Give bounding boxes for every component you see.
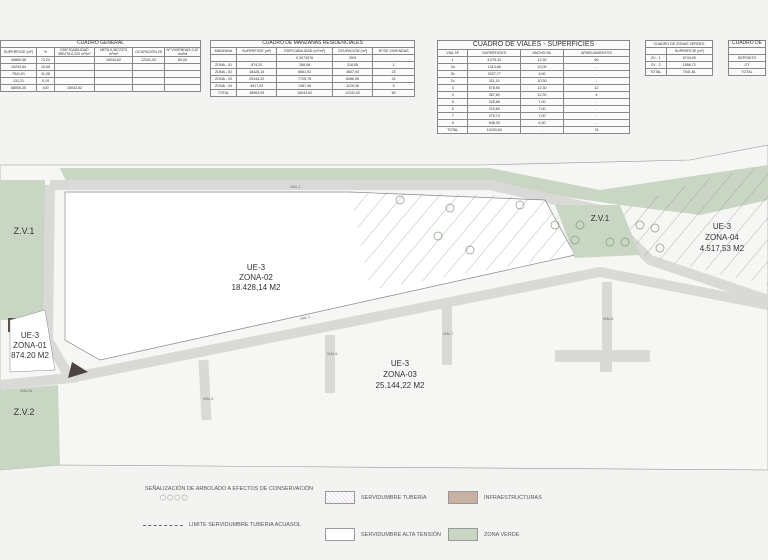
zona-verde-zv1-right xyxy=(555,205,640,258)
road-vial-8 xyxy=(602,282,612,352)
table-title: CUADRO DE VIALES - SUPERFICIES xyxy=(437,39,630,51)
tree-markers xyxy=(395,195,665,255)
label-zona04-ue: UE-3 xyxy=(713,222,732,231)
legend-alta-tension: SERVIDUMBRE ALTA TENSIÓN xyxy=(325,528,441,541)
road-label: VIAL 8 xyxy=(603,317,613,321)
label-zona04-area: 4.517,53 M2 xyxy=(700,244,745,253)
infraestructuras-swatch xyxy=(448,491,478,504)
label-zona03-name: ZONA-03 xyxy=(383,370,417,379)
cell: 12241,02 xyxy=(331,89,374,97)
label-zona02-ue: UE-3 xyxy=(247,263,266,272)
legend-tuberia: SERVIDUMBRE TUBERÍA xyxy=(325,491,427,504)
cell: 76 xyxy=(562,126,631,135)
green-zone-top xyxy=(60,165,768,215)
label-zona02-name: ZONA-02 xyxy=(239,273,273,282)
road-vial-2 xyxy=(0,184,79,390)
road-label: VIAL 1 xyxy=(290,185,300,189)
infraestructura-2 xyxy=(68,362,88,378)
cell: 60 xyxy=(372,89,415,97)
road-label: VIAL 2a xyxy=(20,389,32,393)
legend-label: INFRAESTRUCTURAS xyxy=(484,494,542,501)
road-label: VIAL 7 xyxy=(443,332,453,336)
legend-infraestructuras: INFRAESTRUCTURAS xyxy=(448,491,542,504)
cross-hatch-swatch xyxy=(325,491,355,504)
hatch-swatch xyxy=(325,528,355,541)
road-vial-7 xyxy=(442,305,452,365)
legend-label: SERVIDUMBRE TUBERÍA xyxy=(361,494,427,501)
road-vial-6 xyxy=(325,335,335,393)
label-zv1-right: Z.V.1 xyxy=(591,214,610,223)
label-zona03-area: 25.144,22 M2 xyxy=(376,381,425,390)
table-header: SUPERFICIE (m²) % EDIFICABILIDAD BRUTA 0… xyxy=(0,46,202,58)
road-vial-5 xyxy=(198,359,212,421)
label-zona04-name: ZONA-04 xyxy=(705,233,739,242)
label-zv1: Z.V.1 xyxy=(14,226,35,236)
plot-zona-01 xyxy=(9,309,56,373)
cell xyxy=(163,84,202,93)
road-cul-de-sac xyxy=(555,350,650,372)
dashed-line-icon xyxy=(143,524,183,526)
legend-zona-verde: ZONA VERDE xyxy=(448,528,519,541)
zona-verde-zv2 xyxy=(0,385,60,470)
cell: TOTAL xyxy=(210,89,237,97)
legend-arbolado: SEÑALIZACIÓN DE ARBOLADO A EFECTOS DE CO… xyxy=(145,486,313,501)
label-zona02-area: 18.428,14 M2 xyxy=(232,283,281,292)
label-zona03-ue: UE-3 xyxy=(391,359,410,368)
road-label: VIAL 5 xyxy=(203,397,213,401)
servidumbre-alta-tension-zona04 xyxy=(620,165,768,285)
legend-label: SERVIDUMBRE ALTA TENSIÓN xyxy=(361,531,441,538)
table-header: MANZANA SUPERFICIE (m²) EDIFICABILIDAD (… xyxy=(210,47,415,55)
header-cell: Nº VIVIENDAS 0,87 viv/ha xyxy=(163,46,202,58)
label-zona01-area: 874.20 M2 xyxy=(11,351,49,360)
legend-label: SEÑALIZACIÓN DE ARBOLADO A EFECTOS DE CO… xyxy=(145,486,314,492)
table-row: TOTAL xyxy=(728,68,766,76)
road-vial-3 xyxy=(69,266,768,383)
label-zona01-name: ZONA-01 xyxy=(13,341,47,350)
label-zv2: Z.V.2 xyxy=(14,407,35,417)
cuadro-zonas-verdes-table: CUADRO DE ZONAS VERDES SUPERFICIE (m²) Z… xyxy=(645,40,714,76)
cell: TOTAL xyxy=(436,126,469,135)
label-zona01-ue: UE-3 xyxy=(21,331,40,340)
cuadro-viales-table: CUADRO DE VIALES - SUPERFICIES VIAL Nº S… xyxy=(436,39,631,135)
road-label: VIAL 6 xyxy=(327,352,337,356)
tree-circles-icon: ◯◯◯◯ xyxy=(160,495,189,501)
road-label: VIAL 3 xyxy=(299,315,310,321)
legend-limite: LIMITE SERVIDUMBRE TUBERIA ACUASOL xyxy=(143,522,301,528)
zona-verde-zv1 xyxy=(0,180,45,320)
cell: TOTAL xyxy=(728,68,766,76)
cuadro-manzanas-table: CUADRO DE MANZANAS RESIDENCIALES MANZANA… xyxy=(210,40,415,97)
cell: 7541,81 xyxy=(665,68,714,76)
cuadro-general-table: CUADRO GENERAL SUPERFICIE (m²) % EDIFICA… xyxy=(0,40,202,93)
zona-verde-swatch xyxy=(448,528,478,541)
legend-label: LIMITE SERVIDUMBRE TUBERIA ACUASOL xyxy=(189,522,301,528)
servidumbre-alta-tension xyxy=(350,192,575,290)
legend-label: ZONA VERDE xyxy=(484,531,520,538)
